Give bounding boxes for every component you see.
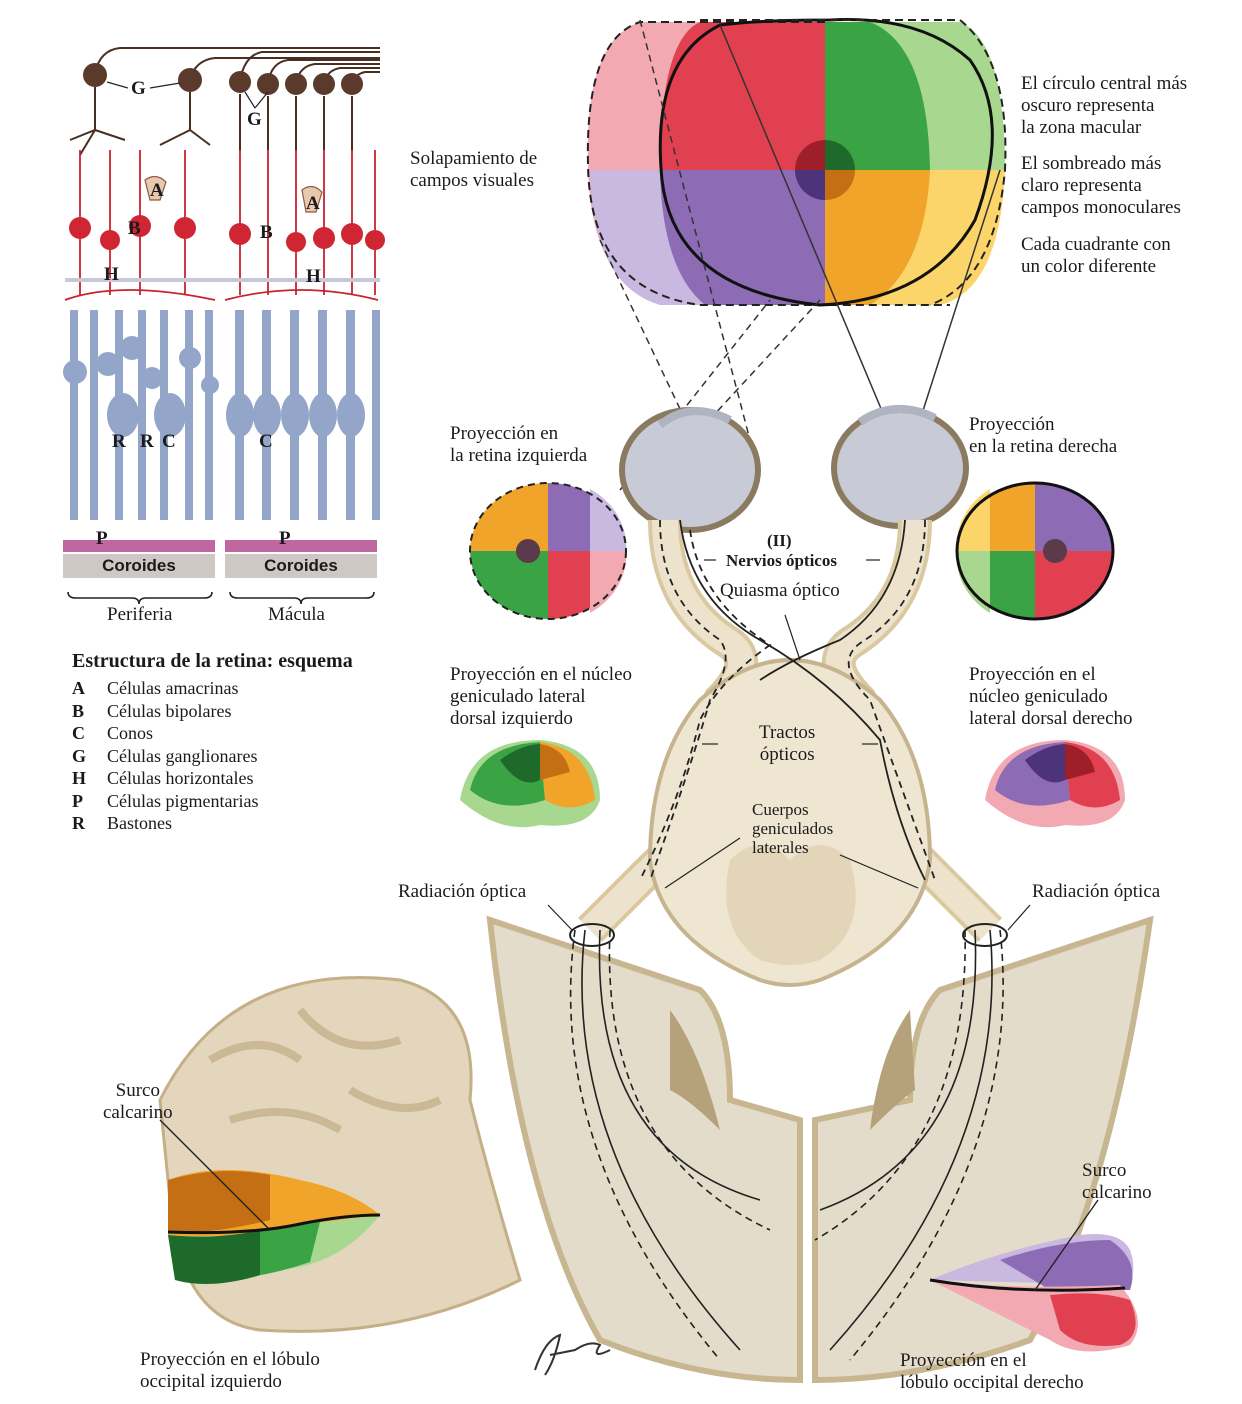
callout-lines (547, 559, 1031, 931)
optic-radiation-left-label: Radiación óptica (398, 881, 527, 902)
left-occipital-lobe (158, 976, 522, 1333)
right-occipital-lobe (929, 1199, 1138, 1352)
cell-letter-g2: G (247, 109, 262, 130)
legend-label: Células ganglionares (107, 745, 258, 766)
retina-legend: Estructura de la retina: esquema A Célula… (72, 650, 353, 835)
legend-key: P (72, 790, 83, 811)
macula-label: Mácula (268, 604, 325, 625)
legend-label: Conos (107, 723, 154, 743)
right-retina-projection (955, 481, 1115, 621)
cell-letter-b2: B (260, 222, 273, 243)
legend-key: G (72, 745, 87, 766)
legend-key: H (72, 768, 87, 788)
choroid-label-periphery: Coroides (102, 556, 176, 575)
legend-key: C (72, 723, 85, 743)
legend-label: Células pigmentarias (107, 790, 259, 811)
cell-letter-h2: H (306, 266, 321, 287)
choroid-label-macula: Coroides (264, 556, 338, 575)
legend-row: G Células ganglionares (72, 745, 353, 768)
right-eye (831, 405, 969, 529)
cell-letter-r2: R (140, 431, 154, 452)
legend-label: Bastones (107, 813, 172, 833)
legend-key: R (72, 813, 85, 833)
cell-letter-p: P (96, 528, 108, 549)
left-eye (619, 407, 761, 533)
cell-letter-r: R (112, 431, 126, 452)
chiasm-label: Quiasma óptico (720, 580, 840, 601)
cell-letter-p2: P (279, 528, 291, 549)
optic-radiation-right-label: Radiación óptica (1032, 881, 1161, 902)
cell-letter-g: G (131, 78, 146, 99)
retina-legend-title: Estructura de la retina: esquema (72, 650, 353, 672)
legend-key: B (72, 700, 85, 721)
legend-row: B Células bipolares (72, 700, 353, 723)
cell-letter-c: C (162, 431, 176, 452)
legend-row: H Células horizontales (72, 767, 353, 790)
legend-label: Células amacrinas (107, 678, 239, 698)
legend-row: P Células pigmentarias (72, 790, 353, 813)
legend-label: Células bipolares (107, 700, 232, 721)
cell-letter-a: A (150, 180, 164, 201)
brain-coronal-sections (486, 915, 1154, 1384)
netter-signature (534, 1333, 611, 1376)
legend-label: Células horizontales (107, 768, 254, 788)
optic-pathway (577, 519, 1003, 987)
periphery-label: Periferia (107, 604, 173, 625)
visual-field-overlap (586, 18, 1007, 307)
left-retina-projection (469, 482, 627, 620)
cell-letter-a2: A (306, 193, 320, 214)
left-lgn-projection (460, 740, 600, 828)
optic-nerves-number: (II) (767, 531, 792, 550)
legend-row: C Conos (72, 722, 353, 745)
legend-row: A Células amacrinas (72, 677, 353, 700)
right-lgn-projection (985, 740, 1125, 828)
retina-schematic (63, 47, 385, 605)
cell-letter-h: H (104, 264, 119, 285)
cell-letter-b: B (128, 218, 141, 239)
legend-key: A (72, 678, 85, 698)
cell-letter-c2: C (259, 431, 273, 452)
optic-nerves-label: Nervios ópticos (726, 551, 837, 570)
legend-row: R Bastones (72, 812, 353, 835)
